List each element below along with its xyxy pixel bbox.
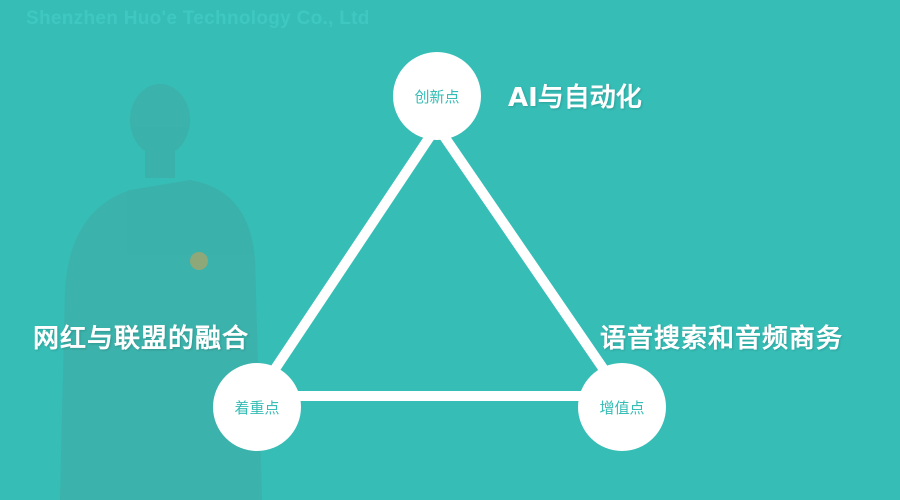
node-innovation: 创新点 — [393, 52, 481, 140]
triangle-edges — [247, 117, 632, 401]
node-focus: 着重点 — [213, 363, 301, 451]
node-focus-label: 着重点 — [234, 398, 280, 417]
node-value-added: 增值点 — [578, 363, 666, 451]
node-value-added-label: 增值点 — [599, 398, 645, 417]
caption-influencer-affiliate: 网红与联盟的融合 — [33, 324, 250, 354]
company-name-watermark: Shenzhen Huo'e Technology Co., Ltd — [26, 8, 370, 29]
badge-icon — [190, 252, 208, 270]
node-innovation-label: 创新点 — [414, 87, 460, 106]
caption-ai-automation: AI与自动化 — [508, 83, 642, 113]
caption-voice-search-audio: 语音搜索和音频商务 — [600, 324, 844, 354]
